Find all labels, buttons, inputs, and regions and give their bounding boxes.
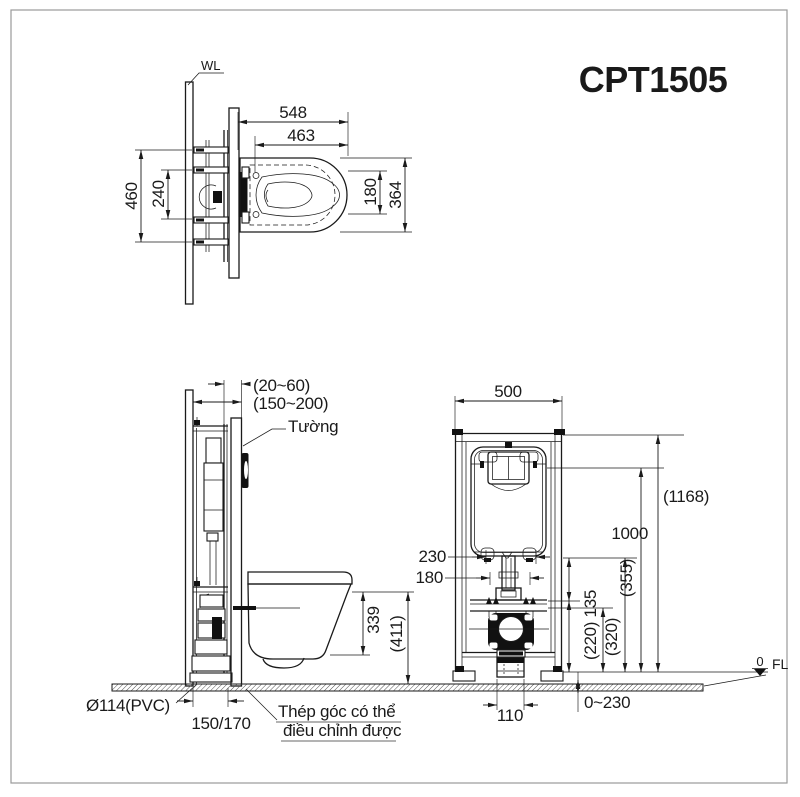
dim-240: 240 (149, 180, 168, 207)
outlet-pipe (496, 657, 525, 678)
flush-plate-plan (238, 172, 248, 217)
finished-floor-strip (111, 683, 704, 692)
dim-320: (320) (602, 618, 621, 656)
datum-zero-label: 0 (756, 654, 763, 669)
dim-500: 500 (494, 382, 521, 401)
wall-label: Tường (288, 417, 338, 436)
toilet-plan (239, 157, 348, 233)
dim-1168: (1168) (663, 487, 709, 506)
fixing-bolt-bar (470, 597, 547, 617)
note-angle-steel-1: Thép góc có thể (278, 702, 395, 721)
load-wall-bar (184, 389, 194, 687)
product-code-title: CPT1505 (579, 59, 728, 100)
dim-411: (411) (387, 616, 406, 653)
dim-460: 460 (122, 182, 141, 209)
dim-150-200: (150~200) (253, 394, 328, 413)
water-line-label: WL (201, 58, 221, 73)
floor-level-label: FL (772, 656, 789, 672)
outlet-bend (469, 613, 549, 658)
dim-1000: 1000 (611, 524, 648, 543)
frame-plan (193, 130, 229, 262)
top-view-dimensions: 548 463 460 240 180 364 (122, 103, 412, 243)
dim-548: 548 (279, 103, 306, 122)
dim-220-135: (220) 135 (581, 590, 600, 660)
front-view: 500 230 180 (220) 135 (3 (416, 382, 789, 725)
datum-triangle (754, 669, 766, 676)
supply-pipe (495, 555, 522, 601)
side-view: (20~60) (150~200) Tường 339 (411) Ø114(P… (86, 376, 414, 742)
side-view-dimensions: (20~60) (150~200) Tường 339 (411) Ø114(P… (86, 376, 414, 742)
bracket-arm (193, 146, 229, 246)
top-view: WL (122, 58, 412, 305)
dim-180-top: 180 (361, 178, 380, 205)
dim-180-front: 180 (416, 568, 443, 587)
dim-pipe-pvc: Ø114(PVC) (86, 696, 170, 715)
dim-463: 463 (287, 126, 314, 145)
wall-line-bar (184, 81, 194, 305)
cistern-front (470, 442, 547, 562)
front-view-dimensions: 500 230 180 (220) 135 (3 (416, 382, 789, 725)
finished-wall-section (230, 417, 243, 687)
dim-364: 364 (386, 181, 405, 208)
page-border (10, 9, 788, 784)
frame-side (189, 417, 233, 684)
note-angle-steel-2: điều chỉnh được (283, 721, 402, 740)
dim-355: (355) (617, 559, 636, 597)
dim-20-60: (20~60) (253, 376, 310, 395)
dim-339: 339 (364, 606, 383, 633)
flush-plate-front (487, 451, 530, 485)
finished-wall-plan (228, 107, 240, 279)
toilet-side (233, 571, 353, 669)
dim-0-230: 0~230 (584, 693, 630, 712)
trap-bend-plan (198, 184, 217, 210)
dim-110: 110 (497, 706, 523, 725)
dim-230: 230 (419, 547, 446, 566)
dim-150-170: 150/170 (191, 714, 250, 733)
